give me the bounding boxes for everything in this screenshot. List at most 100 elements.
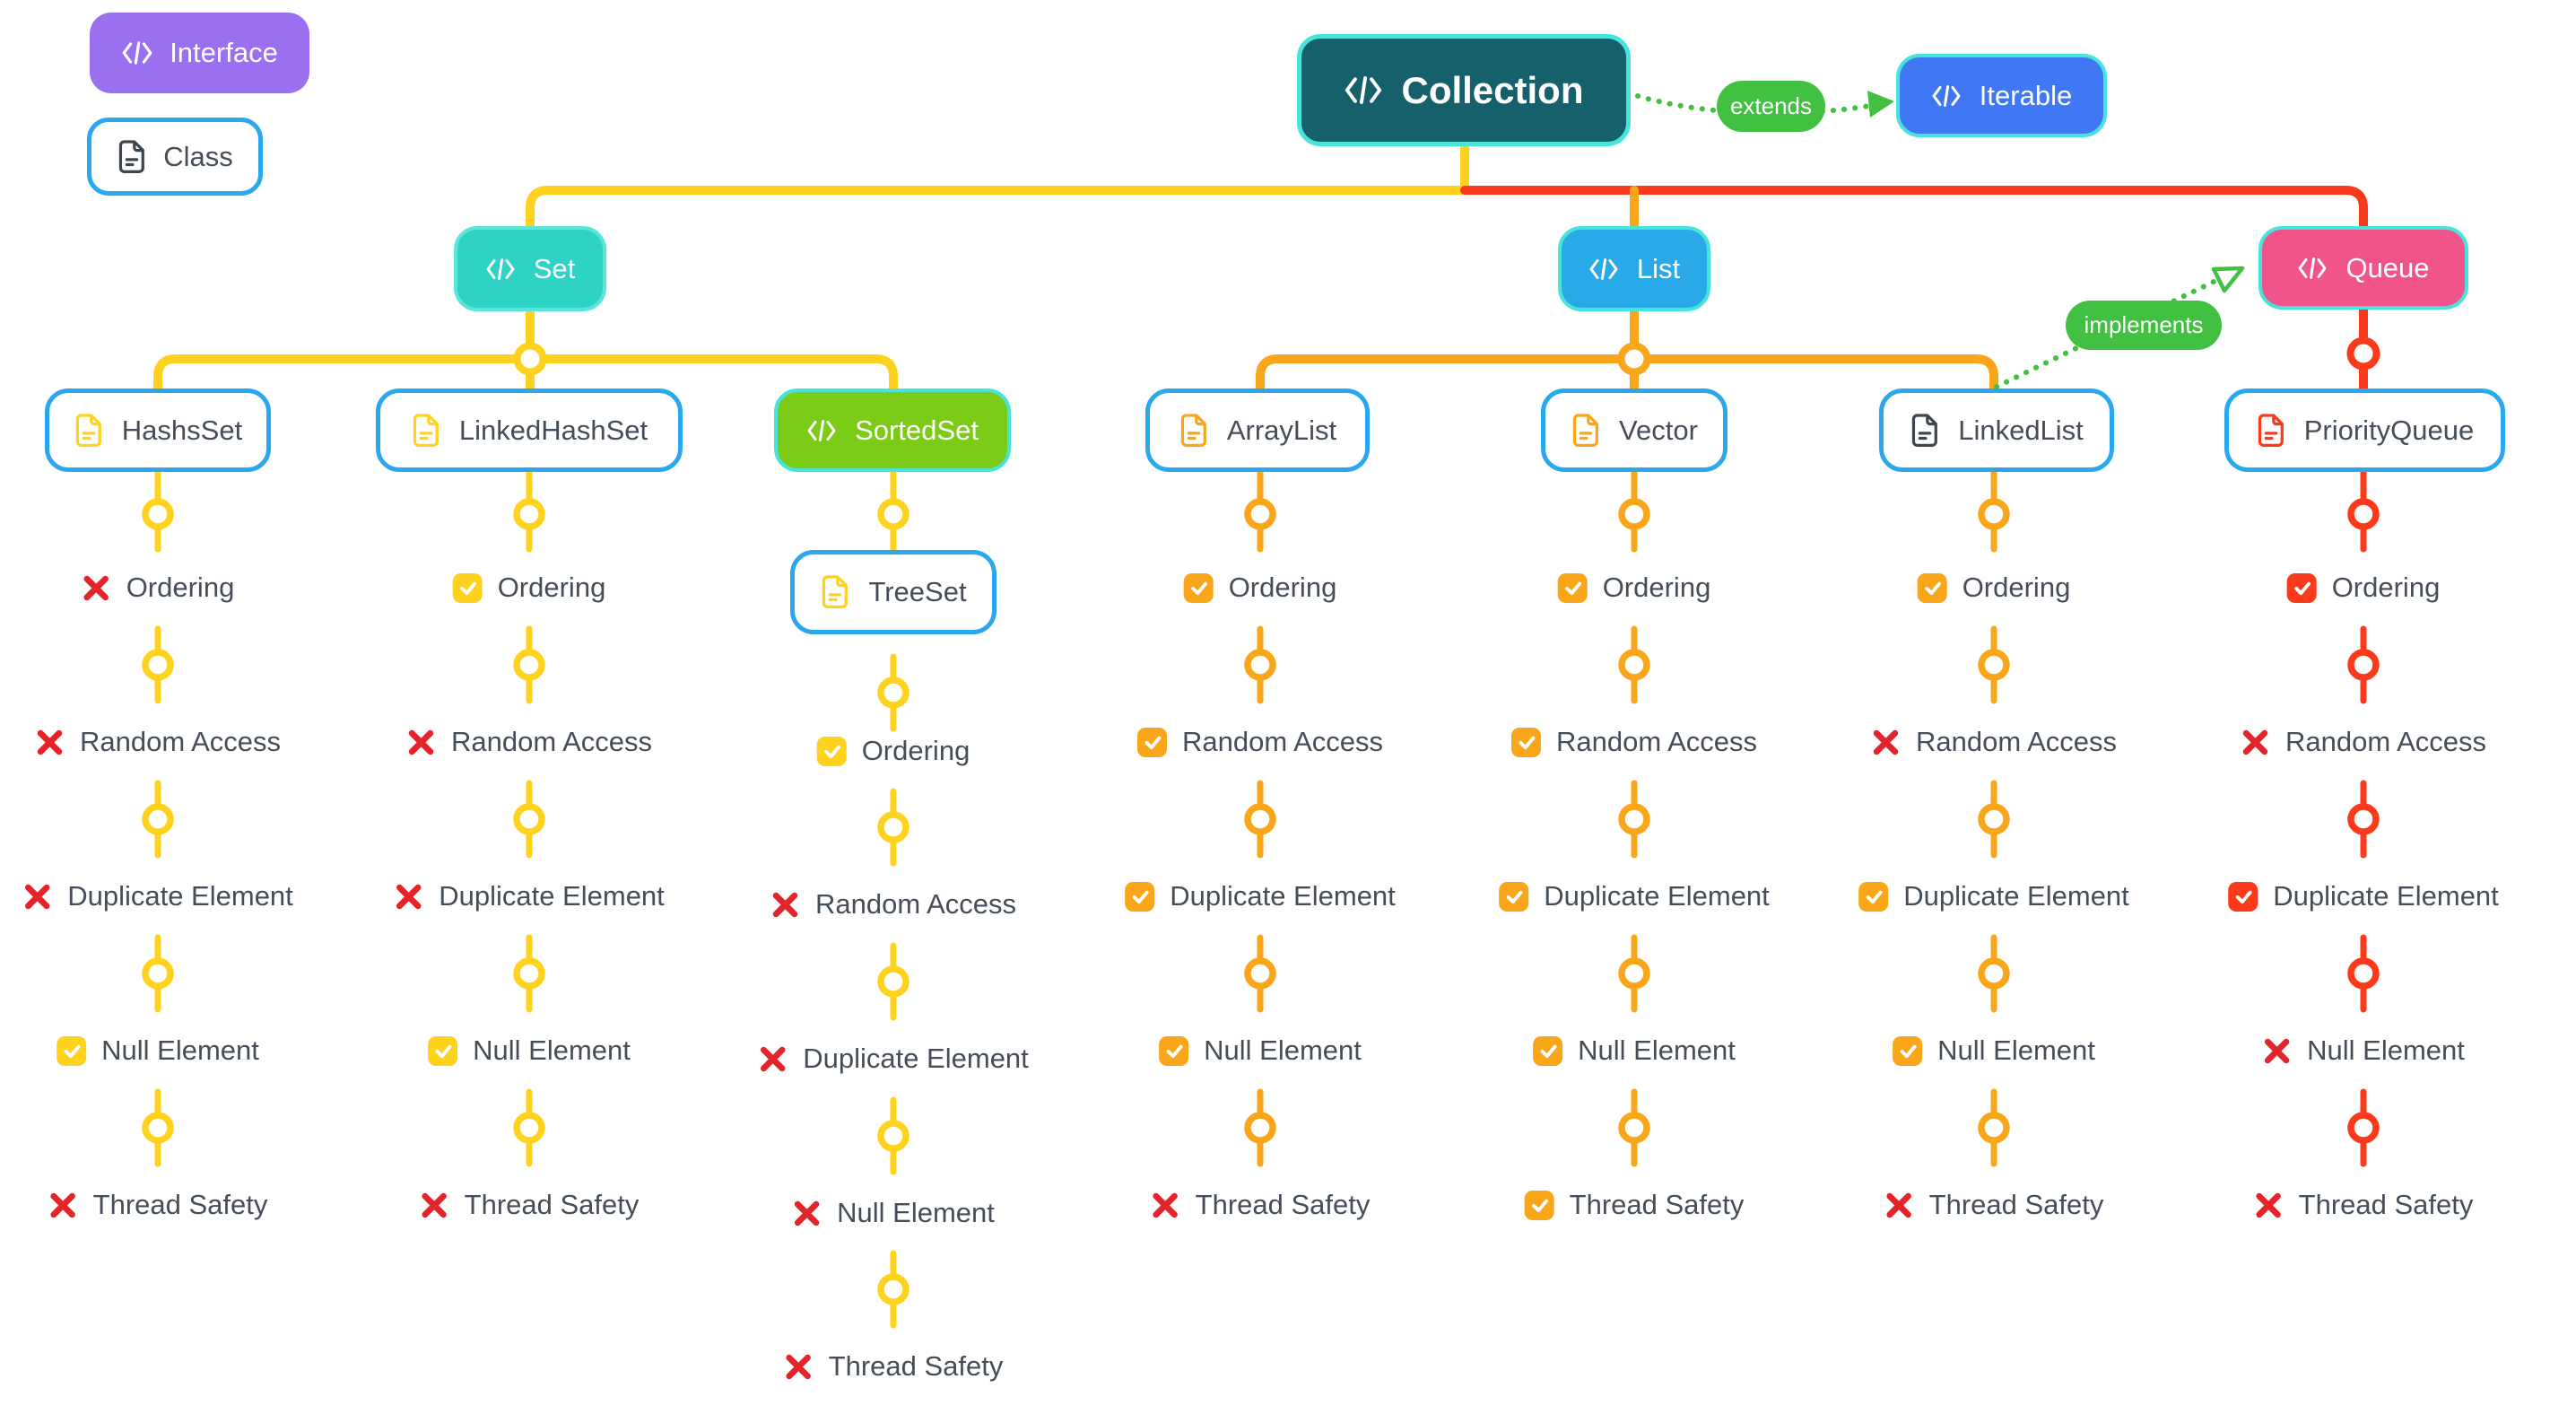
property-row: Thread Safety [48,1189,267,1221]
node-hashsset[interactable]: HashsSet [45,388,271,472]
legend-interface-label: Interface [170,37,278,68]
property-row: Null Element [1893,1034,2095,1067]
node-label: List [1636,252,1681,284]
property-row: Duplicate Element [1499,880,1770,912]
check-icon [2228,881,2258,912]
property-row: Duplicate Element [758,1043,1029,1075]
property-row: Ordering [1557,572,1711,604]
document-icon [1179,413,1209,449]
node-label: HashsSet [121,414,243,446]
property-row: Null Element [57,1034,259,1067]
code-icon [121,39,153,67]
cross-icon [406,728,436,757]
property-label: Null Element [101,1034,259,1066]
property-label: Duplicate Element [2273,880,2499,912]
cross-icon [35,728,65,757]
document-icon [74,413,104,449]
property-row: Random Access [1511,726,1757,758]
check-icon [1533,1035,1563,1066]
property-row: Thread Safety [1151,1189,1370,1221]
cross-icon [1871,728,1901,757]
property-row: Thread Safety [420,1189,639,1221]
property-row: Thread Safety [1884,1189,2104,1221]
node-arraylist[interactable]: ArrayList [1145,388,1370,472]
node-linkedhashset[interactable]: LinkedHashSet [376,388,683,472]
property-label: Null Element [473,1034,631,1066]
cross-icon [48,1191,78,1220]
legend-class-chip: Class [87,118,263,196]
property-row: Thread Safety [1524,1189,1745,1221]
check-icon [428,1035,458,1066]
code-icon [1931,83,1962,109]
cross-icon [82,573,111,603]
property-label: Ordering [2331,572,2441,603]
node-label: Vector [1619,414,1698,446]
property-label: Duplicate Element [803,1043,1029,1074]
property-row: Random Access [406,726,652,758]
cross-icon [1151,1191,1180,1220]
property-row: Ordering [82,572,234,604]
check-icon [1858,881,1889,912]
check-icon [452,572,483,603]
cross-icon [22,882,52,912]
cross-icon [2241,728,2270,757]
node-list[interactable]: List [1558,226,1710,311]
node-collection[interactable]: Collection [1297,34,1631,146]
node-treeset[interactable]: TreeSet [790,550,996,634]
property-label: Duplicate Element [67,880,293,912]
cross-icon [784,1352,814,1382]
cross-icon [758,1044,788,1074]
node-sortedset[interactable]: SortedSet [774,388,1011,472]
property-row: Ordering [452,572,605,604]
document-icon [2256,413,2286,449]
property-row: Null Element [792,1197,995,1229]
property-row: Ordering [1917,572,2071,604]
node-vector[interactable]: Vector [1541,388,1727,472]
property-label: Duplicate Element [439,880,665,912]
property-label: Ordering [1962,572,2071,603]
relation-implements-badge: implements [2066,301,2222,350]
check-icon [1499,881,1529,912]
node-iterable[interactable]: Iterable [1896,54,2107,137]
relation-label: implements [2084,311,2204,338]
node-set[interactable]: Set [454,226,606,311]
property-label: Ordering [1602,572,1711,603]
check-icon [1125,881,1155,912]
property-label: Random Access [815,888,1016,920]
legend-class-label: Class [163,140,233,172]
property-row: Duplicate Element [22,880,293,912]
property-label: Null Element [1937,1034,2095,1066]
document-icon [820,574,850,610]
check-icon [1511,727,1541,757]
property-label: Ordering [861,735,970,766]
property-label: Thread Safety [2298,1189,2474,1220]
cross-icon [394,882,423,912]
cross-icon [2262,1036,2292,1066]
property-label: Duplicate Element [1170,880,1396,912]
node-label: SortedSet [855,414,979,446]
property-label: Random Access [80,726,281,757]
property-row: Null Element [1159,1034,1362,1067]
node-linkedlist[interactable]: LinkedList [1879,388,2114,472]
property-label: Thread Safety [1928,1189,2104,1220]
cross-icon [792,1199,822,1228]
document-icon [1910,413,1940,449]
document-icon [411,413,441,449]
check-icon [1917,572,1947,603]
property-row: Thread Safety [2254,1189,2474,1221]
property-row: Random Access [770,888,1016,921]
property-label: Thread Safety [828,1350,1004,1382]
check-icon [816,736,847,766]
node-priorityqueue[interactable]: PriorityQueue [2224,388,2505,472]
check-icon [1159,1035,1189,1066]
code-icon [1344,73,1383,108]
node-queue[interactable]: Queue [2258,226,2468,310]
property-row: Null Element [428,1034,631,1067]
property-label: Null Element [2307,1034,2465,1066]
document-icon [117,139,147,175]
property-row: Random Access [1137,726,1383,758]
legend-interface-chip: Interface [90,13,309,93]
property-label: Thread Safety [1569,1189,1745,1220]
property-label: Ordering [1228,572,1337,603]
property-label: Random Access [2285,726,2486,757]
